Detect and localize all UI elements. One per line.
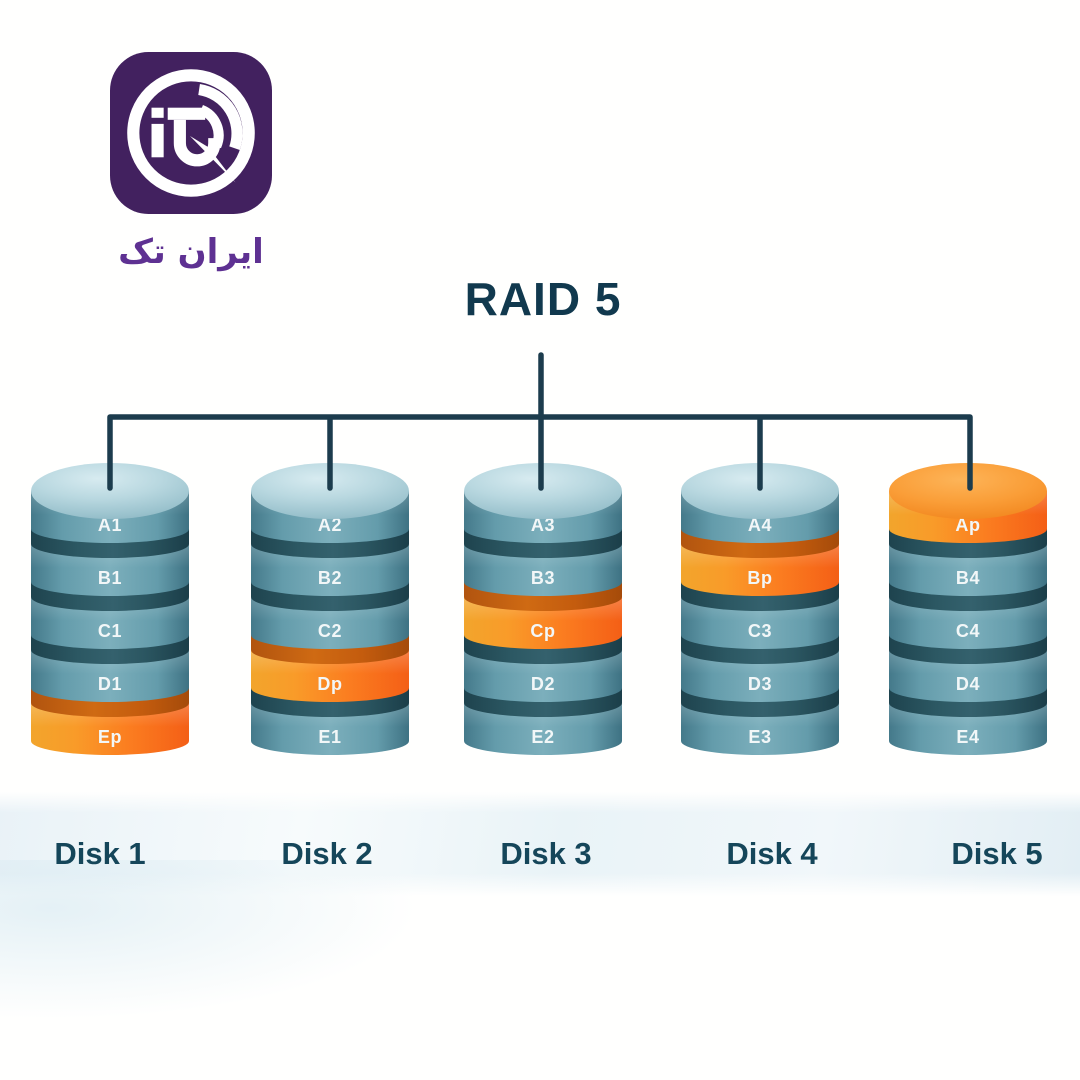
block-c1: C1 (31, 597, 189, 649)
block-c2: C2 (251, 597, 409, 649)
block-label: B2 (317, 567, 343, 588)
disk-3-cylinder: A3 B3 Cp D2 E2 (464, 463, 622, 755)
block-dp-parity: Dp (251, 650, 409, 702)
disk-5-cylinder: Ap B4 C4 D4 E4 (889, 463, 1047, 755)
block-e2: E2 (464, 703, 622, 755)
block-label: Dp (317, 673, 343, 694)
block-label: D3 (747, 673, 773, 694)
block-label: C4 (955, 620, 981, 641)
disk-5-label: Disk 5 (951, 836, 1043, 871)
disk-1-cylinder: A1 B1 C1 D1 Ep (31, 463, 189, 755)
block-c3: C3 (681, 597, 839, 649)
block-label: E4 (956, 726, 980, 747)
block-label: E3 (748, 726, 772, 747)
block-e3: E3 (681, 703, 839, 755)
block-c4: C4 (889, 597, 1047, 649)
disk-top-face (464, 463, 622, 519)
block-label: D1 (97, 673, 123, 694)
block-label: E1 (318, 726, 342, 747)
disk-1-label: Disk 1 (54, 836, 146, 871)
block-d3: D3 (681, 650, 839, 702)
block-label: C2 (317, 620, 343, 641)
block-label: A3 (530, 514, 556, 535)
block-e1: E1 (251, 703, 409, 755)
block-label: E2 (531, 726, 555, 747)
brand-name: ایران تک (118, 232, 264, 272)
block-d2: D2 (464, 650, 622, 702)
block-label: D2 (530, 673, 556, 694)
block-label: B1 (97, 567, 123, 588)
disk-4-cylinder: A4 Bp C3 D3 E3 (681, 463, 839, 755)
block-b2: B2 (251, 544, 409, 596)
block-b1: B1 (31, 544, 189, 596)
block-label: C3 (747, 620, 773, 641)
disk-2-cylinder: A2 B2 C2 Dp E1 (251, 463, 409, 755)
block-label: C1 (97, 620, 123, 641)
disk-top-face (31, 463, 189, 519)
disk-top-face (889, 463, 1047, 519)
block-b3: B3 (464, 544, 622, 596)
block-label: Ap (955, 514, 981, 535)
block-e4: E4 (889, 703, 1047, 755)
block-bp-parity: Bp (681, 544, 839, 596)
disk-top-face (681, 463, 839, 519)
block-label: Ep (97, 726, 123, 747)
block-label: B4 (955, 567, 981, 588)
block-ep-parity: Ep (31, 703, 189, 755)
bottom-left-wash (0, 860, 420, 1020)
disk-4-label: Disk 4 (726, 836, 818, 871)
block-d4: D4 (889, 650, 1047, 702)
disk-top-face (251, 463, 409, 519)
block-label: A2 (317, 514, 343, 535)
block-label: Bp (747, 567, 773, 588)
block-d1: D1 (31, 650, 189, 702)
block-label: A1 (97, 514, 123, 535)
disk-2-label: Disk 2 (281, 836, 373, 871)
block-label: D4 (955, 673, 981, 694)
block-label: B3 (530, 567, 556, 588)
block-label: Cp (530, 620, 556, 641)
block-b4: B4 (889, 544, 1047, 596)
page-title: RAID 5 (464, 273, 622, 325)
irantech-logo-icon (110, 52, 272, 214)
block-label: A4 (747, 514, 773, 535)
disk-3-label: Disk 3 (500, 836, 592, 871)
block-cp-parity: Cp (464, 597, 622, 649)
